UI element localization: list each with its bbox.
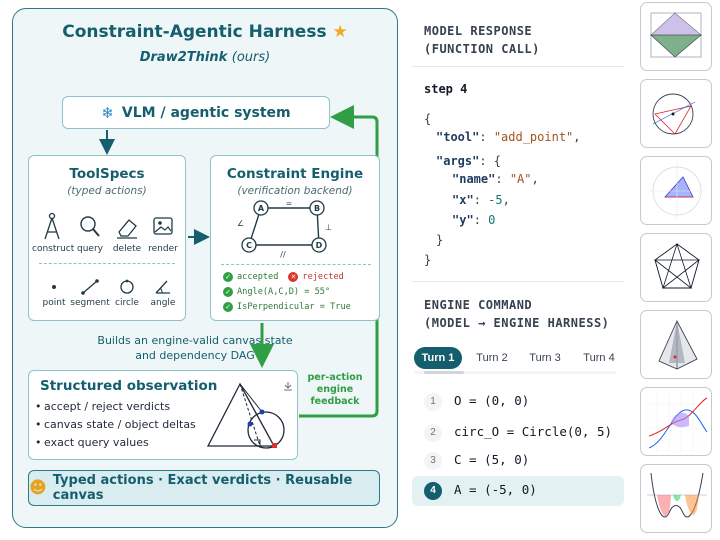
toolspecs-title: ToolSpecs bbox=[69, 166, 145, 182]
angle-icon bbox=[155, 280, 170, 294]
tool-delete: delete bbox=[107, 212, 147, 254]
engine-divider bbox=[221, 264, 371, 265]
thumbnail-4[interactable] bbox=[640, 233, 712, 302]
node-c: C bbox=[241, 237, 257, 253]
command-row: 2 circ_O = Circle(0, 5) bbox=[412, 418, 624, 448]
constraint-graph: = // ∠ ⊥ A B C D bbox=[237, 199, 332, 259]
code-line: "y": 0 bbox=[452, 213, 496, 227]
circle-icon bbox=[120, 279, 134, 294]
function-plot-thumb bbox=[647, 394, 708, 452]
triangle-shaded-thumb bbox=[649, 163, 705, 219]
node-d: D bbox=[311, 237, 327, 253]
code-line: "tool": "add_point", bbox=[436, 130, 581, 144]
tool-segment: segment bbox=[70, 278, 110, 308]
vlm-label: VLM / agentic system bbox=[121, 104, 291, 121]
star-icon: ★ bbox=[332, 22, 348, 42]
builds-caption: Builds an engine-valid canvas state and … bbox=[97, 334, 293, 362]
check-angle: ✓Angle(A,C,D) = 55° bbox=[223, 287, 330, 297]
eraser-icon bbox=[117, 219, 137, 239]
toolspecs-divider bbox=[39, 263, 175, 264]
thumbnail-6[interactable] bbox=[640, 387, 712, 456]
model-response-header: MODEL RESPONSE (FUNCTION CALL) bbox=[424, 24, 540, 56]
observation-item: accept / reject verdicts bbox=[35, 400, 170, 413]
code-line: "x": -5, bbox=[452, 193, 510, 207]
compass-icon bbox=[44, 212, 60, 240]
tool-angle: angle bbox=[143, 278, 183, 308]
svg-text:⊥: ⊥ bbox=[325, 223, 332, 232]
segment-icon bbox=[81, 279, 99, 295]
toolspecs-box: ToolSpecs (typed actions) construct quer… bbox=[28, 155, 186, 321]
svg-text:B: B bbox=[314, 204, 320, 213]
tab-scrollbar[interactable] bbox=[414, 371, 616, 374]
engine-command-header: ENGINE COMMAND (MODEL → ENGINE HARNESS) bbox=[424, 298, 610, 330]
constraint-engine-box: Constraint Engine (verification backend)… bbox=[210, 155, 380, 321]
check-perpendicular: ✓IsPerpendicular = True bbox=[223, 302, 351, 312]
observation-canvas bbox=[206, 382, 292, 449]
image-icon bbox=[153, 217, 173, 235]
node-a: A bbox=[253, 200, 269, 216]
divider bbox=[412, 66, 624, 67]
tool-point: point bbox=[34, 278, 74, 308]
vlm-agentic-box: ❄ VLM / agentic system bbox=[62, 96, 330, 129]
curve-plot-thumb bbox=[647, 472, 707, 518]
tab-turn-2[interactable]: Turn 2 bbox=[476, 352, 508, 364]
tool-circle: circle bbox=[107, 278, 147, 308]
code-line: { bbox=[424, 112, 432, 126]
observation-item: exact query values bbox=[35, 436, 149, 449]
svg-text://: // bbox=[280, 250, 286, 259]
svg-text:=: = bbox=[286, 199, 293, 208]
snowflake-icon: ❄ bbox=[101, 103, 114, 122]
code-line: "name": "A", bbox=[452, 172, 539, 186]
download-icon bbox=[284, 382, 292, 391]
harness-subtitle: Draw2Think (ours) bbox=[139, 50, 271, 65]
magnifier-icon bbox=[80, 216, 100, 237]
svg-text:D: D bbox=[316, 241, 323, 250]
observation-item: canvas state / object deltas bbox=[35, 418, 196, 431]
code-line: "args": { bbox=[436, 154, 502, 168]
engine-subtitle: (verification backend) bbox=[237, 185, 353, 197]
check-icon: ✓ bbox=[223, 272, 233, 282]
smiley-icon: ☻ bbox=[29, 478, 47, 498]
observation-box bbox=[28, 370, 298, 460]
triangle-shading-thumb bbox=[649, 12, 703, 58]
tab-turn-3[interactable]: Turn 3 bbox=[529, 352, 561, 364]
tab-scrollbar-thumb[interactable] bbox=[424, 371, 464, 374]
engine-title: Constraint Engine bbox=[226, 166, 364, 182]
thumbnail-3[interactable] bbox=[640, 156, 712, 225]
code-line: } bbox=[424, 253, 432, 267]
tab-turn-1[interactable]: Turn 1 bbox=[414, 347, 462, 369]
toolspecs-subtitle: (typed actions) bbox=[67, 185, 147, 197]
svg-text:C: C bbox=[246, 241, 252, 250]
svg-text:∠: ∠ bbox=[237, 219, 244, 228]
observation-title: Structured observation bbox=[40, 378, 218, 394]
code-line: } bbox=[436, 233, 444, 247]
feedback-label: per-action engine feedback bbox=[307, 372, 363, 407]
verdict-row: ✓accepted ✕rejected bbox=[223, 272, 344, 282]
command-row-active: 4 A = (-5, 0) bbox=[412, 476, 624, 506]
svg-text:A: A bbox=[258, 204, 265, 213]
thumbnail-7[interactable] bbox=[640, 464, 712, 533]
pyramid-thumb bbox=[658, 319, 698, 370]
harness-title: Constraint-Agentic Harness ★ bbox=[62, 22, 348, 42]
cross-icon: ✕ bbox=[288, 272, 299, 282]
point-icon bbox=[52, 285, 56, 289]
step-label: step 4 bbox=[424, 82, 468, 96]
tool-query: query bbox=[70, 212, 110, 254]
divider bbox=[412, 281, 624, 282]
check-icon: ✓ bbox=[223, 287, 233, 297]
command-row: 1 O = (0, 0) bbox=[412, 387, 624, 417]
thumbnail-2[interactable] bbox=[640, 79, 712, 148]
pentagon-star-thumb bbox=[653, 242, 701, 290]
check-icon: ✓ bbox=[223, 302, 233, 312]
thumbnail-5[interactable] bbox=[640, 310, 712, 379]
summary-bar: ☻ Typed actions · Exact verdicts · Reusa… bbox=[28, 470, 380, 506]
circle-construction-thumb bbox=[652, 93, 696, 135]
command-row: 3 C = (5, 0) bbox=[412, 446, 624, 476]
tab-turn-4[interactable]: Turn 4 bbox=[583, 352, 615, 364]
thumbnail-1[interactable] bbox=[640, 2, 712, 71]
node-b: B bbox=[309, 200, 325, 216]
tool-construct: construct bbox=[32, 212, 74, 254]
tool-render: render bbox=[143, 212, 183, 254]
